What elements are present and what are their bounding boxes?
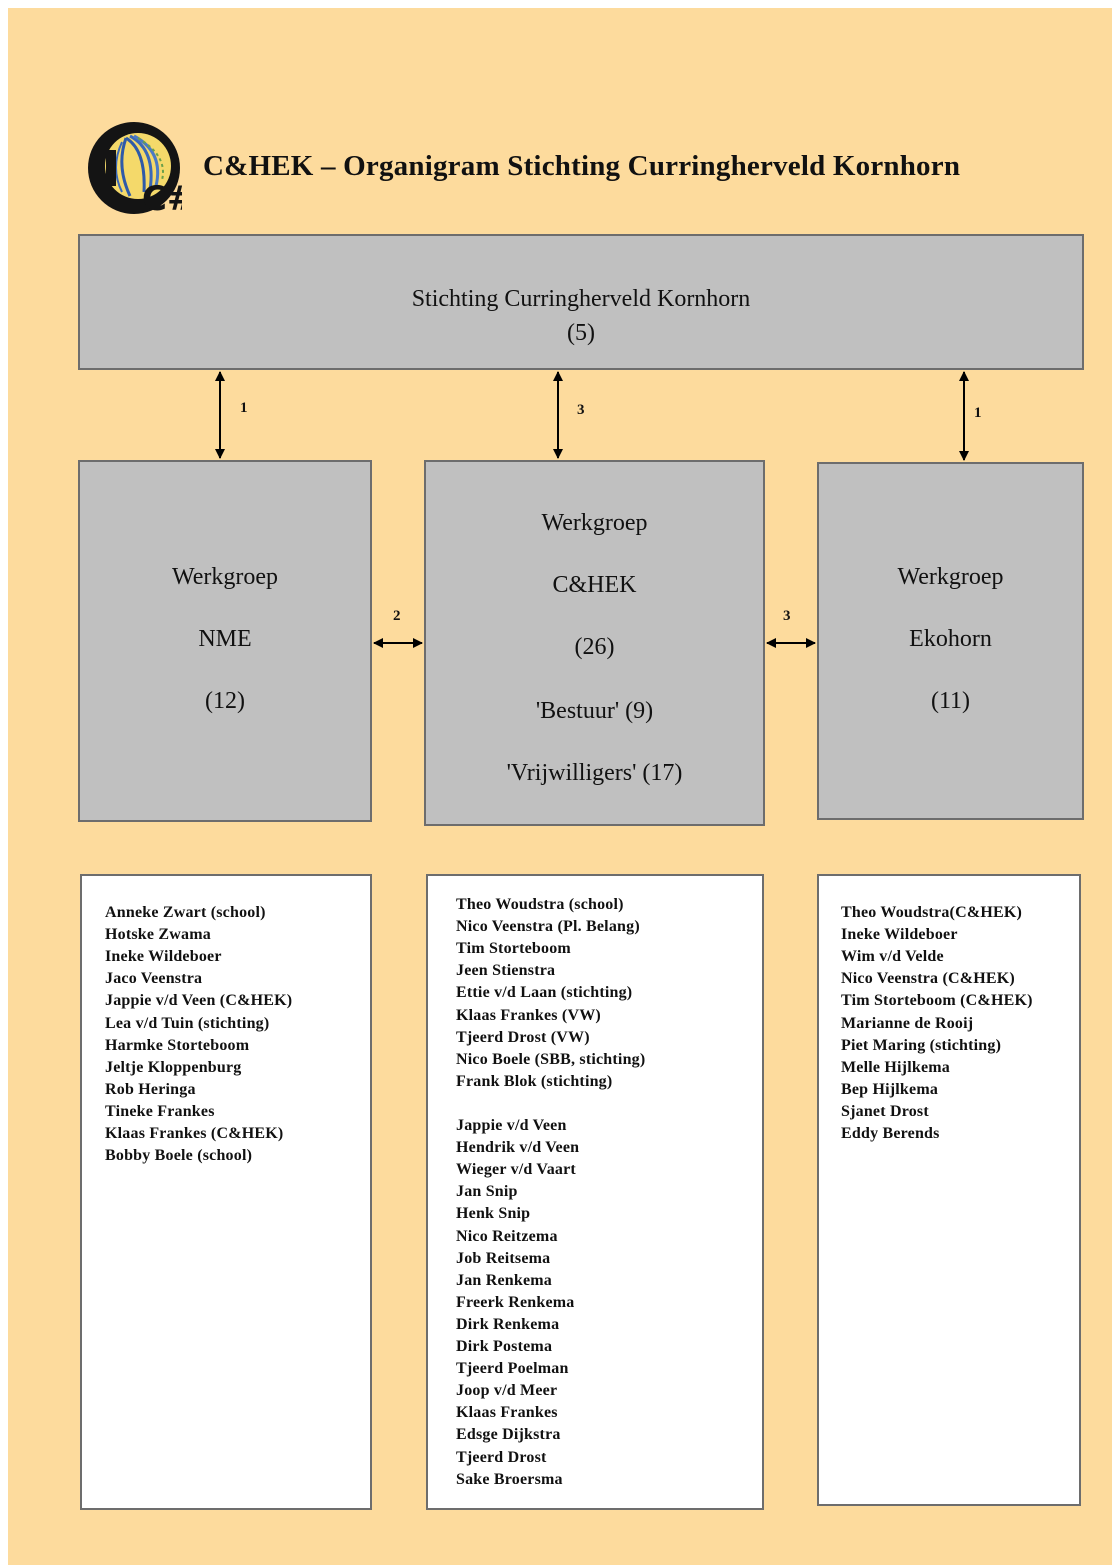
member-list-item: Wieger v/d Vaart [456,1161,576,1179]
member-list-item: Klaas Frankes (C&HEK) [105,1125,284,1142]
group-box-line: 'Vrijwilligers' (17) [506,760,683,786]
group-box-chek: Werkgroep C&HEK (26) 'Bestuur' (9) 'Vrij… [424,460,765,826]
member-list-item: Rob Heringa [105,1080,196,1098]
member-list-item: Jaco Veenstra [105,970,203,988]
page-title: C&HEK – Organigram Stichting Curringherv… [203,150,961,182]
member-list-item: Sake Broersma [456,1470,563,1488]
member-list-item: Lea v/d Tuin (stichting) [105,1014,270,1032]
member-list-item: Jappie v/d Veen (C&HEK) [105,992,293,1010]
top-box-stichting: Stichting Curringherveld Kornhorn (5) [78,234,1084,370]
member-list-item: Piet Maring (stichting) [841,1036,1002,1054]
member-list-item: Frank Blok (stichting) [456,1072,613,1090]
group-box-ekohorn: Werkgroep Ekohorn (11) [817,462,1084,820]
member-list-item: Melle Hijlkema [841,1058,950,1076]
group-box-line: (12) [205,688,245,714]
member-list-item: Ineke Wildeboer [841,926,958,944]
group-box-line: Werkgroep [171,564,279,590]
member-list-item: Bep Hijlkema [841,1080,939,1098]
top-box-name: Stichting Curringherveld Kornhorn [411,286,751,312]
group-box-line: 'Bestuur' (9) [535,698,654,724]
member-list-item: Tim Storteboom (C&HEK) [841,992,1033,1010]
top-box-count: (5) [567,320,595,346]
member-list-item: Jeen Stienstra [456,962,556,980]
member-list-item: Theo Woudstra(C&HEK) [841,904,1023,921]
group-box-line: Werkgroep [541,510,648,536]
member-list-chek: Theo Woudstra (school) Nico Veenstra (Pl.… [426,874,764,1510]
member-list-item: Hendrik v/d Veen [456,1139,580,1157]
member-list-item: Tjeerd Drost [456,1448,547,1466]
member-list-item: Ineke Wildeboer [105,948,222,966]
group-box-line: NME [198,626,252,652]
member-list-item: Jan Snip [456,1183,518,1201]
member-list-item: Jan Renkema [456,1271,552,1289]
member-list-item: Nico Boele (SBB, stichting) [456,1050,646,1068]
member-list-item: Anneke Zwart (school) [105,904,266,921]
member-list-item: Tineke Frankes [105,1102,215,1120]
member-list-item: Nico Veenstra (Pl. Belang) [456,918,640,936]
member-list-item: Tjeerd Drost (VW) [456,1028,590,1046]
member-list-item: Klaas Frankes [456,1404,558,1422]
member-list-item: Sjanet Drost [841,1102,929,1120]
member-list-item: Marianne de Rooij [841,1014,974,1032]
member-list-item: Jeltje Kloppenburg [105,1058,242,1076]
group-box-line: C&HEK [552,572,637,598]
group-box-line: Ekohorn [909,626,992,652]
member-list-item: Joop v/d Meer [456,1382,558,1400]
member-list-item: Eddy Berends [841,1125,940,1142]
group-box-line: (26) [574,634,615,660]
chek-logo-icon: C# [88,122,182,216]
member-list-item: Tjeerd Poelman [456,1360,569,1378]
member-list-item: Harmke Storteboom [105,1036,250,1054]
member-list-item: Theo Woudstra (school) [456,896,624,913]
member-list-item: Tim Storteboom [456,940,571,958]
member-list-item: Edsge Dijkstra [456,1426,561,1444]
member-list-item: Nico Reitzema [456,1227,558,1245]
member-list-item: Job Reitsema [456,1249,551,1267]
member-list-item: Nico Veenstra (C&HEK) [841,970,1015,988]
member-list-item: Dirk Postema [456,1338,553,1355]
group-box-nme: Werkgroep NME (12) [78,460,372,822]
member-list-item: Dirk Renkema [456,1315,560,1333]
member-list-item: Hotske Zwama [105,926,211,944]
member-list-item: Henk Snip [456,1205,531,1223]
member-list-item: Ettie v/d Laan (stichting) [456,984,633,1002]
group-box-line: Werkgroep [897,564,1004,590]
member-list-item: Klaas Frankes (VW) [456,1006,601,1024]
logo-text: C# [142,179,182,216]
member-list-item: Wim v/d Velde [841,948,944,966]
member-list-item: Freerk Renkema [456,1293,575,1311]
group-box-line: (11) [930,688,971,714]
member-list-item: Bobby Boele (school) [105,1147,253,1165]
member-list-item: Jappie v/d Veen [456,1117,567,1134]
